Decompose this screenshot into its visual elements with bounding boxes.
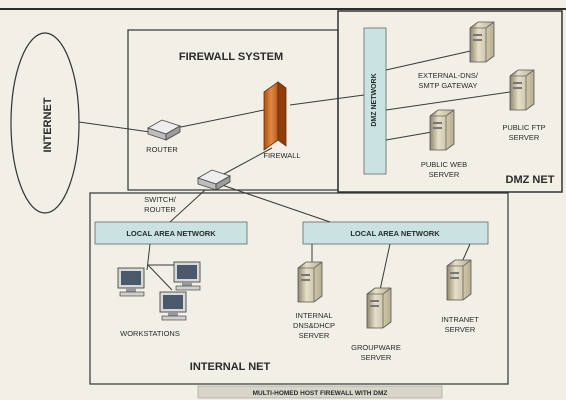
web-label-1: PUBLIC WEB (421, 160, 467, 169)
intranet-server-icon (446, 259, 472, 301)
ftp-label-1: PUBLIC FTP (502, 123, 545, 132)
caption-label: MULTI-HOMED HOST FIREWALL WITH DMZ (253, 390, 388, 397)
groupware-label-1: GROUPWARE (351, 343, 401, 352)
workstation-icon (173, 261, 201, 291)
intranet-label-2: SERVER (445, 325, 476, 334)
web-server-icon (429, 109, 455, 151)
router-icon (147, 119, 181, 141)
ftp-label-2: SERVER (509, 133, 540, 142)
web-label-2: SERVER (429, 170, 460, 179)
firewall-icon (263, 81, 279, 151)
caption-box (197, 385, 443, 399)
workstations-label: WORKSTATIONS (120, 329, 180, 338)
lan-bus-right (302, 221, 489, 245)
workstation-icon (159, 291, 187, 321)
dnsdhcp-label-2: DNS&DHCP (293, 321, 335, 330)
dnsdhcp-label-3: SERVER (299, 331, 330, 340)
dmz-network-bus (363, 27, 387, 175)
intranet-label-1: INTRANET (441, 315, 479, 324)
dnsdhcp-server-icon (297, 261, 323, 303)
firewall-system-label: FIREWALL SYSTEM (179, 51, 283, 63)
dnsdhcp-label-1: INTERNAL (295, 311, 332, 320)
internal-net-zone (89, 192, 509, 385)
switch-router-label-2: ROUTER (144, 205, 176, 214)
dmz-network-label: DMZ NETWORK (371, 73, 378, 126)
internal-net-label: INTERNAL NET (190, 361, 271, 373)
ext-dns-label-1: EXTERNAL-DNS/ (418, 71, 479, 80)
router-label: ROUTER (146, 145, 178, 154)
ext-dns-label-2: SMTP GATEWAY (419, 81, 478, 90)
lan-right-label: LOCAL AREA NETWORK (350, 229, 440, 238)
switch-router-label-1: SWITCH/ (144, 195, 177, 204)
dmz-zone (337, 10, 563, 193)
ext-dns-server-icon (469, 21, 495, 63)
lan-left-label: LOCAL AREA NETWORK (126, 229, 216, 238)
groupware-server-icon (366, 287, 392, 329)
internet-label: INTERNET (42, 97, 54, 152)
firewall-label: FIREWALL (263, 151, 300, 160)
workstation-icon (117, 267, 145, 297)
ftp-server-icon (509, 69, 535, 111)
internet-cloud (10, 32, 80, 214)
groupware-label-2: SERVER (361, 353, 392, 362)
lan-bus-left (94, 221, 248, 245)
dmz-net-label: DMZ NET (506, 174, 555, 186)
